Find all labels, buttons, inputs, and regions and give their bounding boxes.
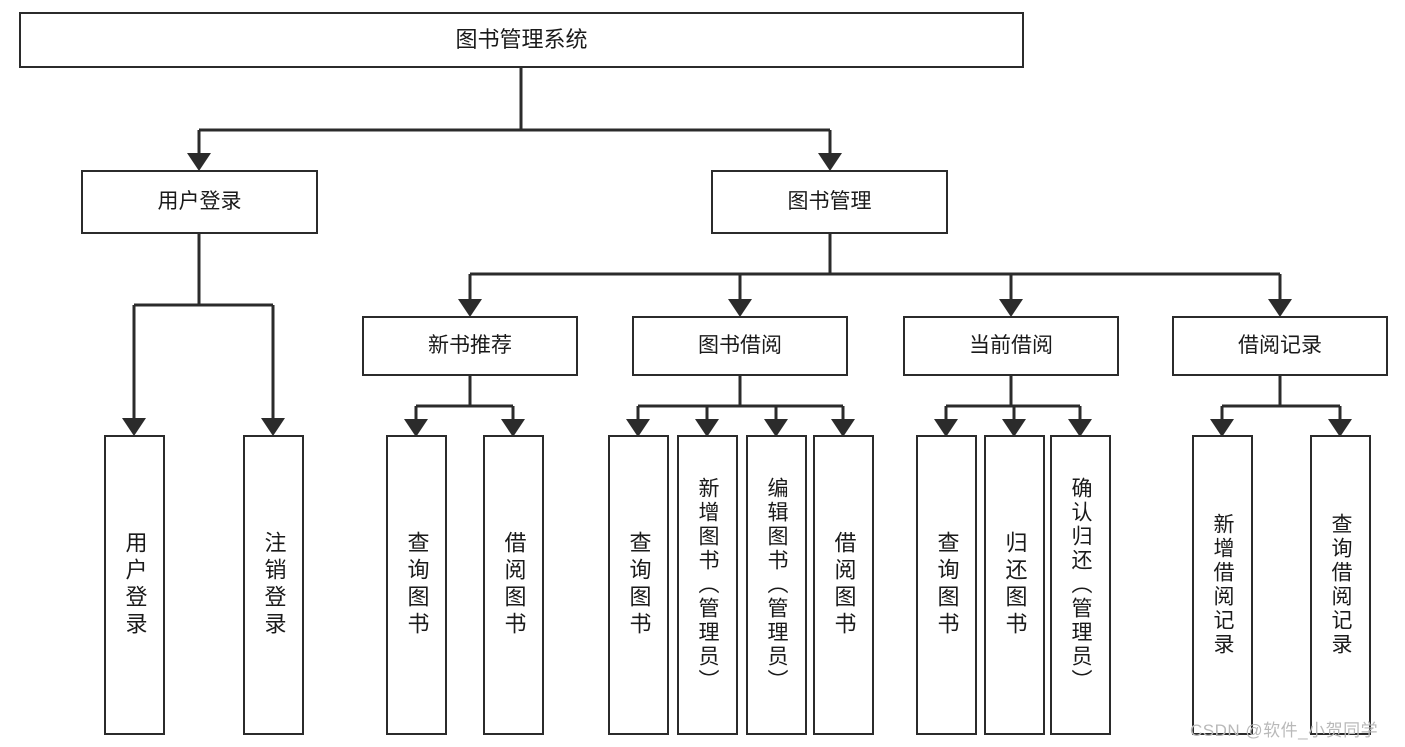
node-label: 用户登录 — [157, 189, 242, 213]
leaf-record-query-borrow-record[interactable]: 查询借阅记录 — [1310, 435, 1371, 735]
node-label: 归还图书 — [1002, 531, 1028, 639]
node-label: 查询图书 — [626, 531, 652, 639]
leaf-borrow-borrow-book[interactable]: 借阅图书 — [813, 435, 874, 735]
node-label: 新增借阅记录 — [1211, 513, 1234, 657]
node-borrow-record[interactable]: 借阅记录 — [1172, 316, 1388, 376]
leaf-current-query-book[interactable]: 查询图书 — [916, 435, 977, 735]
node-label: 借阅图书 — [501, 531, 527, 639]
node-user-login[interactable]: 用户登录 — [81, 170, 318, 234]
node-book-borrow[interactable]: 图书借阅 — [632, 316, 848, 376]
node-label: 借阅图书 — [831, 531, 857, 639]
leaf-current-confirm-return-admin[interactable]: 确认归还（管理员） — [1050, 435, 1111, 735]
node-label: 新书推荐 — [428, 333, 512, 357]
node-label: 查询图书 — [404, 531, 430, 639]
node-book-management[interactable]: 图书管理 — [711, 170, 948, 234]
node-label: 用户登录 — [122, 531, 148, 639]
node-label: 图书借阅 — [698, 333, 782, 357]
node-label: 新增图书（管理员） — [696, 477, 719, 693]
node-current-borrow[interactable]: 当前借阅 — [903, 316, 1119, 376]
node-label: 注销登录 — [261, 531, 287, 639]
leaf-borrow-query-book[interactable]: 查询图书 — [608, 435, 669, 735]
leaf-current-return-book[interactable]: 归还图书 — [984, 435, 1045, 735]
node-label: 查询图书 — [934, 531, 960, 639]
leaf-recommend-query-book[interactable]: 查询图书 — [386, 435, 447, 735]
node-label: 图书管理系统 — [455, 27, 588, 53]
leaf-borrow-add-book-admin[interactable]: 新增图书（管理员） — [677, 435, 738, 735]
node-label: 编辑图书（管理员） — [765, 477, 788, 693]
leaf-user-login-login[interactable]: 用户登录 — [104, 435, 165, 735]
leaf-borrow-edit-book-admin[interactable]: 编辑图书（管理员） — [746, 435, 807, 735]
node-label: 图书管理 — [787, 189, 872, 213]
node-root-book-management-system[interactable]: 图书管理系统 — [19, 12, 1024, 68]
node-label: 当前借阅 — [969, 333, 1053, 357]
node-new-book-recommend[interactable]: 新书推荐 — [362, 316, 578, 376]
leaf-user-login-logout[interactable]: 注销登录 — [243, 435, 304, 735]
leaf-recommend-borrow-book[interactable]: 借阅图书 — [483, 435, 544, 735]
csdn-watermark: CSDN @软件_小贺同学 — [1190, 721, 1379, 740]
node-label: 借阅记录 — [1238, 333, 1322, 357]
node-label: 确认归还（管理员） — [1069, 477, 1092, 693]
node-label: 查询借阅记录 — [1329, 513, 1352, 657]
leaf-record-add-borrow-record[interactable]: 新增借阅记录 — [1192, 435, 1253, 735]
